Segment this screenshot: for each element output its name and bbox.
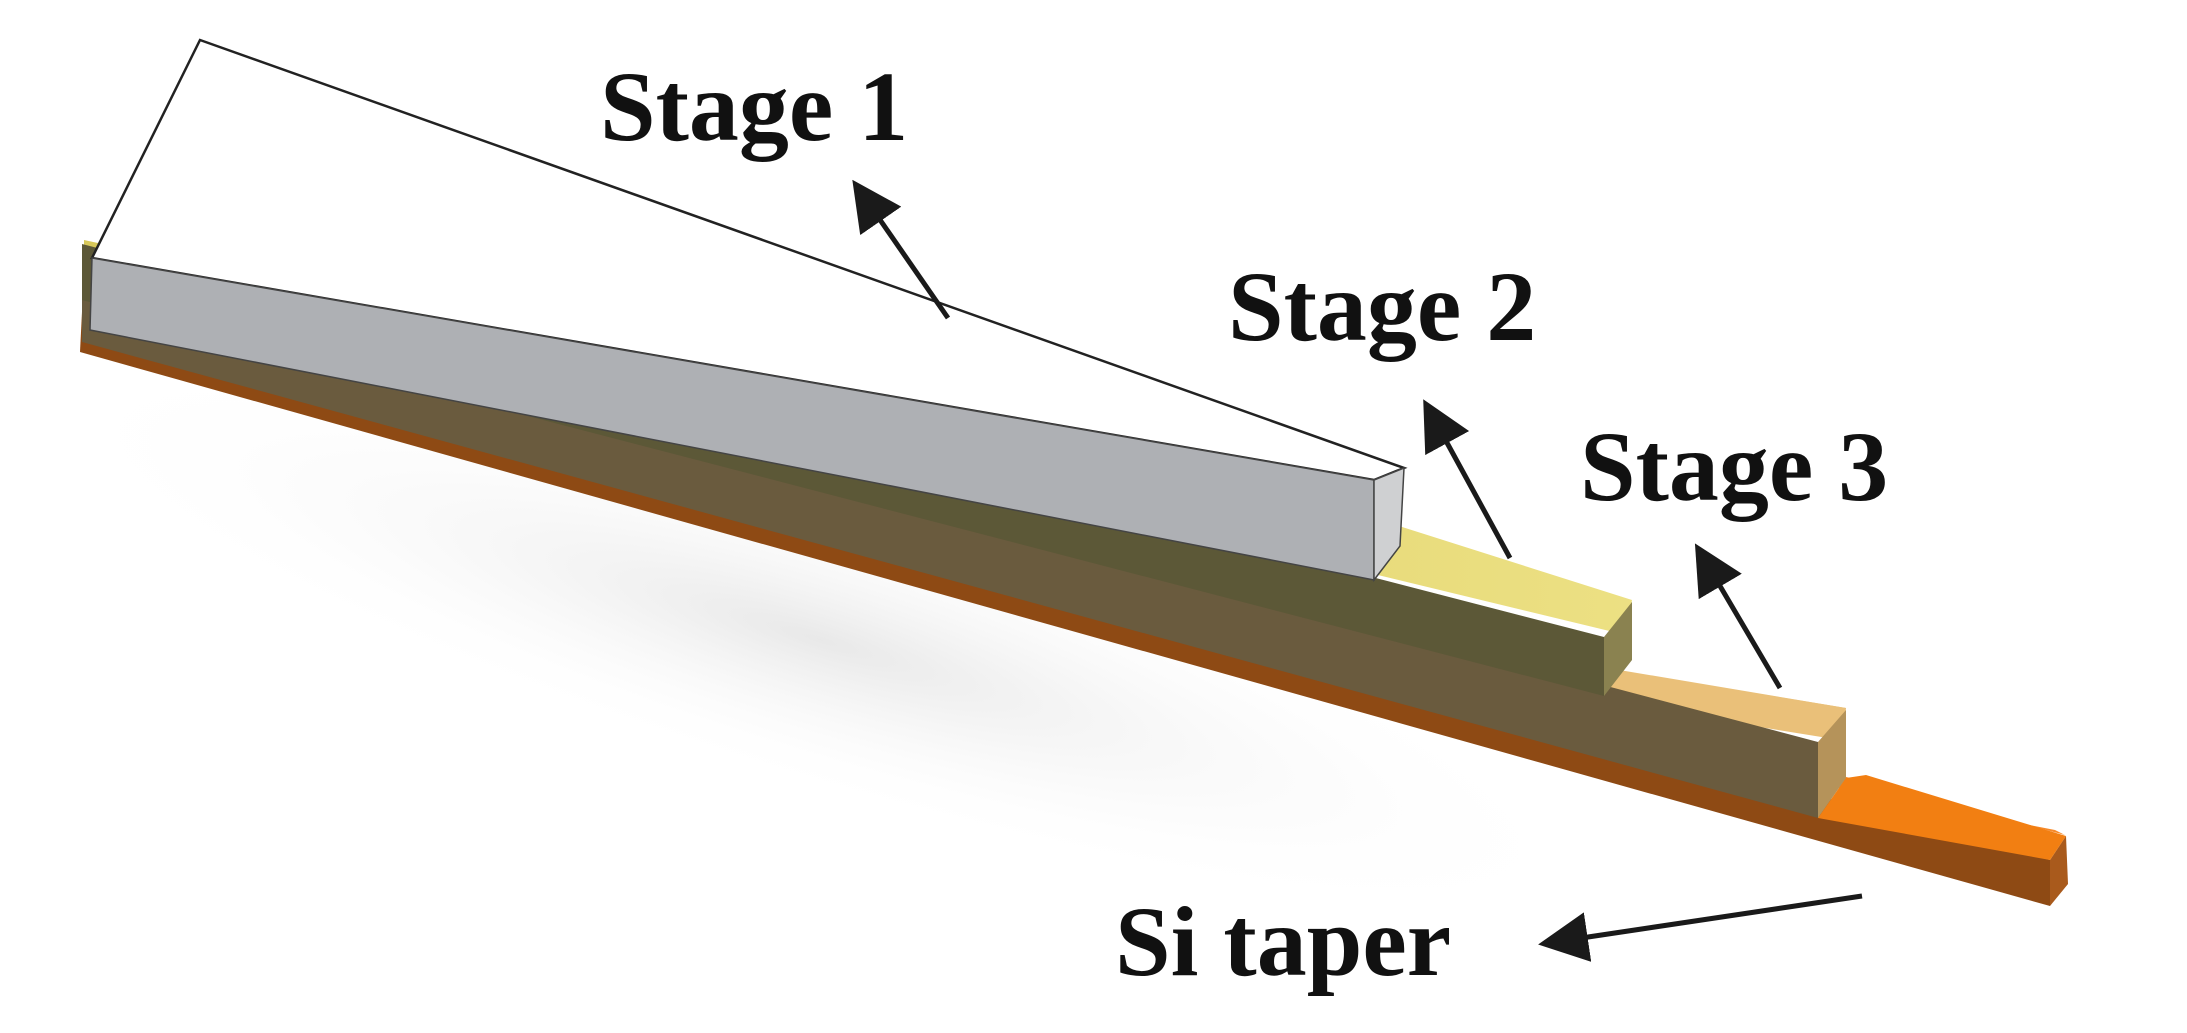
stage1-end [1373,466,1405,583]
stage1-arrow [852,179,951,320]
stage3-side [82,282,1818,818]
si-taper-end [2050,836,2068,906]
stage2-end [1604,602,1632,696]
ground-shadow [34,360,1606,920]
stage3-arrow [1694,543,1783,690]
arrows [852,179,1863,962]
stage1-layer [89,38,1408,583]
stage3-label: Stage 3 [1580,411,1888,522]
stage1-label: Stage 1 [600,51,908,162]
si-taper-label: Si taper [1115,886,1451,997]
stage2-label: Stage 2 [1228,251,1536,362]
si-taper-arrow [1538,893,1863,962]
stage3-end [1818,710,1846,818]
si-taper-tip-top [1818,775,2066,860]
stage2-arrow [1423,399,1513,560]
